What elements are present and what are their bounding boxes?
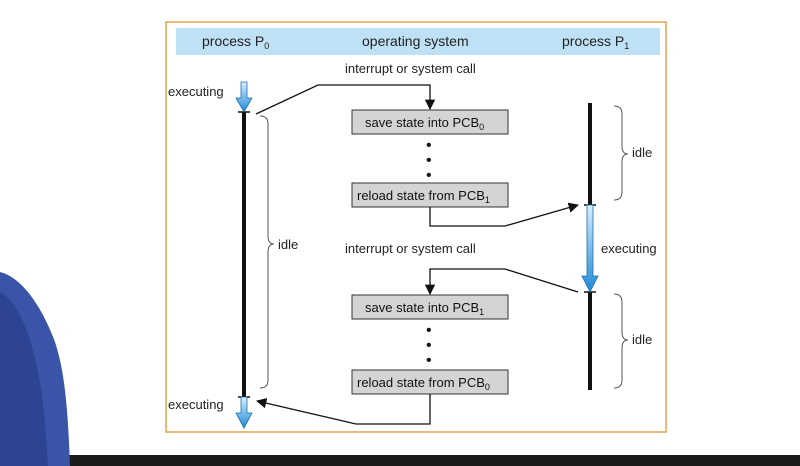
p0-executing-arrow-bottom xyxy=(235,396,253,429)
video-bottom-bar xyxy=(0,455,800,466)
p1-idle-brace-bottom xyxy=(613,293,629,389)
diagram-frame xyxy=(165,21,667,433)
save-state-text-top: save state into PCB0 xyxy=(365,115,484,132)
save-state-box-bottom xyxy=(351,294,509,320)
ellipsis-dot-bottom-1: • xyxy=(426,322,432,339)
dispatch-arrow-os-to-p1 xyxy=(429,202,579,227)
reload-state-box-top xyxy=(351,182,509,208)
interrupt-arrow-p0-to-os xyxy=(255,84,436,115)
p0-executing-label-bottom: executing xyxy=(168,397,224,412)
column-header-band xyxy=(176,28,660,55)
p0-idle-brace xyxy=(259,115,275,389)
interrupt-label-bottom: interrupt or system call xyxy=(345,241,476,256)
p1-executing-arrow xyxy=(581,204,599,293)
p0-idle-label: idle xyxy=(278,237,298,252)
save-state-text-bottom: save state into PCB1 xyxy=(365,300,484,317)
p1-idle-label-top: idle xyxy=(632,145,652,160)
process-p1-header: process P1 xyxy=(562,33,629,51)
presenter-silhouette xyxy=(0,272,70,466)
ellipsis-dot-top-2: • xyxy=(426,152,432,169)
interrupt-label-top: interrupt or system call xyxy=(345,61,476,76)
ellipsis-dot-top-1: • xyxy=(426,137,432,154)
process-p0-header: process P0 xyxy=(202,33,269,51)
p1-idle-label-bottom: idle xyxy=(632,332,652,347)
dispatch-arrow-os-to-p0 xyxy=(255,394,431,425)
p1-executing-label: executing xyxy=(601,241,657,256)
p0-executing-label-top: executing xyxy=(168,84,224,99)
reload-state-text-bottom: reload state from PCB0 xyxy=(357,375,490,392)
p1-idle-brace-top xyxy=(613,105,629,201)
ellipsis-dot-bottom-2: • xyxy=(426,337,432,354)
interrupt-arrow-p1-to-os xyxy=(424,268,579,296)
operating-system-header: operating system xyxy=(362,33,469,49)
reload-state-text-top: reload state from PCB1 xyxy=(357,188,490,205)
ellipsis-dot-bottom-3: • xyxy=(426,352,432,369)
ellipsis-dot-top-3: • xyxy=(426,167,432,184)
p0-executing-arrow-top xyxy=(235,81,253,113)
save-state-box-top xyxy=(351,109,509,135)
